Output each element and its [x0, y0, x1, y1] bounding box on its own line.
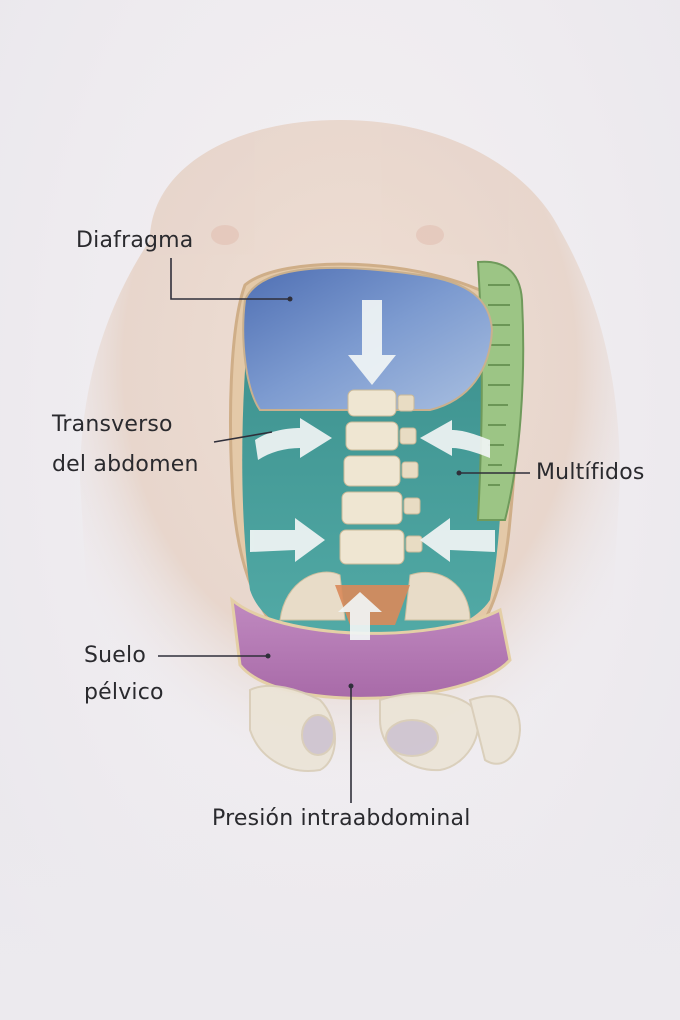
pelvis-bones: [249, 684, 522, 772]
label-transverso-line2: del abdomen: [52, 452, 199, 477]
leader-line-transverso: [213, 431, 273, 443]
bottom-fade: [0, 760, 680, 1020]
leader-dots: [265, 296, 462, 689]
label-multifidos: Multífidos: [536, 460, 645, 485]
multifidus-vertebrae: [488, 284, 510, 486]
arrow-right-lower-icon: [250, 518, 325, 562]
label-suelo-line1: Suelo: [84, 643, 147, 668]
leader-line-diafragma: [170, 258, 290, 300]
label-presion-intraabdominal: Presión intraabdominal: [212, 806, 471, 831]
label-suelo-line2: pélvico: [84, 680, 164, 705]
label-transverso-line1: Transverso: [52, 412, 173, 437]
pressure-arrows: [250, 300, 495, 640]
lumbar-spine: [279, 389, 471, 625]
arrow-left-upper-icon: [420, 420, 490, 458]
label-diafragma: Diafragma: [76, 228, 194, 253]
arrow-left-lower-icon: [420, 518, 495, 562]
arrow-right-upper-icon: [255, 418, 332, 460]
arrow-down-icon: [348, 300, 396, 385]
arrow-up-icon: [338, 592, 382, 640]
leader-lines: [158, 258, 530, 803]
nipple-right: [416, 225, 444, 245]
nipple-left: [211, 225, 239, 245]
